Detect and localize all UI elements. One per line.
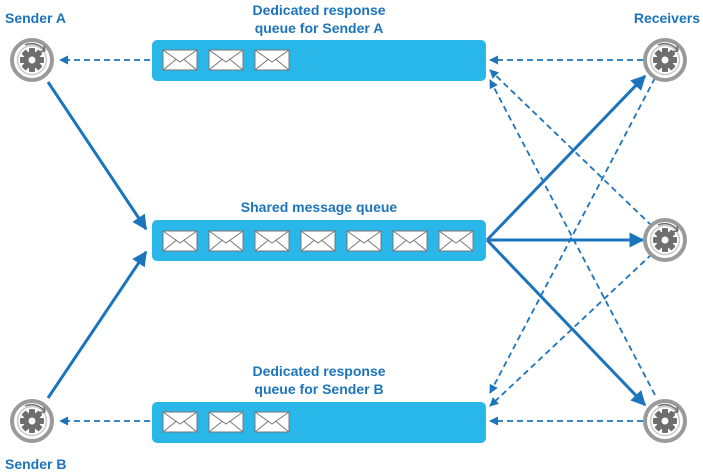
queue-messages xyxy=(162,411,290,433)
sender-b-node xyxy=(10,399,54,443)
queue-messages xyxy=(162,230,474,252)
envelope-icon xyxy=(162,411,198,433)
response-queue-b-title-line1: Dedicated response xyxy=(252,363,386,379)
envelope-icon xyxy=(254,230,290,252)
gear-icon xyxy=(10,38,54,82)
receiver-mid-node xyxy=(643,218,687,262)
envelope-icon xyxy=(162,49,198,71)
arrow-shared-to-receiver-top xyxy=(485,74,647,242)
arrow-receiver-mid-to-response-b xyxy=(489,253,653,407)
envelope-icon xyxy=(208,411,244,433)
sender-a-label: Sender A xyxy=(5,10,66,26)
gear-icon xyxy=(10,399,54,443)
envelope-icon xyxy=(208,49,244,71)
envelope-icon xyxy=(346,230,382,252)
response-queue-b-title: Dedicated response queue for Sender B xyxy=(169,362,469,398)
sender-a-node xyxy=(10,38,54,82)
receiver-bottom-node xyxy=(643,399,687,443)
envelope-icon xyxy=(208,230,244,252)
gear-icon xyxy=(643,218,687,262)
envelope-icon xyxy=(300,230,336,252)
arrow-shared-to-receiver-bottom xyxy=(485,238,647,407)
response-queue-b xyxy=(152,402,486,443)
arrow-sender-a-to-shared xyxy=(46,81,148,231)
receivers-label: Receivers xyxy=(633,10,700,26)
response-queue-b-title-line2: queue for Sender B xyxy=(254,381,384,397)
envelope-icon xyxy=(162,230,198,252)
arrow-sender-b-to-shared xyxy=(46,250,148,399)
envelope-icon xyxy=(392,230,428,252)
gear-icon xyxy=(643,399,687,443)
shared-message-queue xyxy=(152,220,486,261)
envelope-icon xyxy=(438,230,474,252)
arrow-receiver-top-to-response-b xyxy=(489,77,656,394)
response-queue-a-title: Dedicated response queue for Sender A xyxy=(169,1,469,37)
response-queue-a-title-line1: Dedicated response xyxy=(252,2,386,18)
gear-icon xyxy=(643,38,687,82)
response-queue-a-title-line2: queue for Sender A xyxy=(254,20,384,36)
queue-messages xyxy=(162,49,290,71)
arrow-receiver-mid-to-response-a xyxy=(489,69,653,227)
response-queue-a xyxy=(152,40,486,81)
envelope-icon xyxy=(254,49,290,71)
arrow-receiver-bottom-to-response-a xyxy=(489,79,656,396)
sender-b-label: Sender B xyxy=(5,456,67,472)
receiver-top-node xyxy=(643,38,687,82)
shared-queue-title: Shared message queue xyxy=(240,199,398,215)
envelope-icon xyxy=(254,411,290,433)
